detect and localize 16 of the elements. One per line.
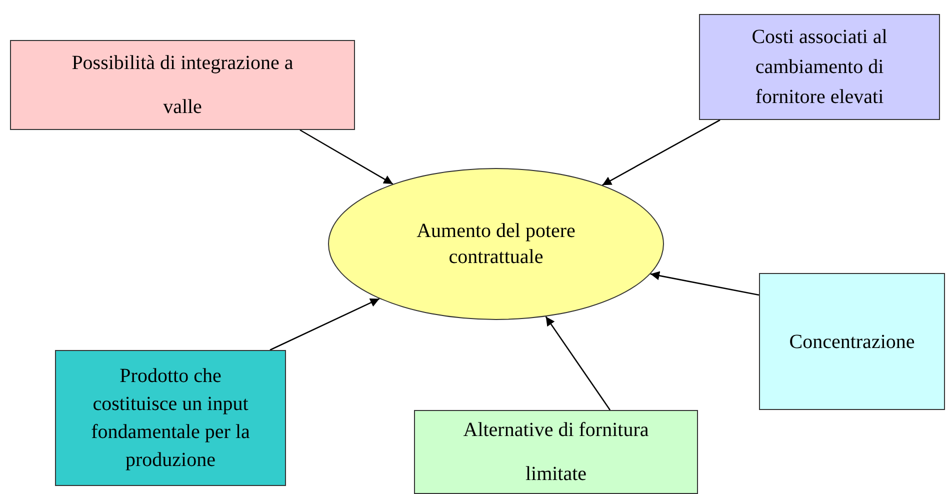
text-box (759, 273, 945, 410)
node-label: Possibilità di integrazione a valle (70, 51, 294, 120)
text-box (55, 350, 286, 486)
text-box (10, 40, 355, 130)
arrow (650, 271, 760, 296)
arrow (545, 316, 611, 410)
text-box (414, 410, 698, 494)
node-label: Alternative di fornitura limitate (462, 418, 650, 487)
arrow (300, 129, 394, 185)
node-label: Concentrazione (789, 330, 915, 354)
arrow (602, 119, 720, 186)
node-label: Prodotto che costituisce un input fondamentale per la produzione (90, 364, 251, 473)
node-label: Aumento del potere contrattuale (416, 219, 576, 270)
arrow (270, 298, 380, 351)
node-label: Costi associati al cambiamento di fornitore elevati (750, 25, 888, 110)
text-box (699, 14, 940, 120)
